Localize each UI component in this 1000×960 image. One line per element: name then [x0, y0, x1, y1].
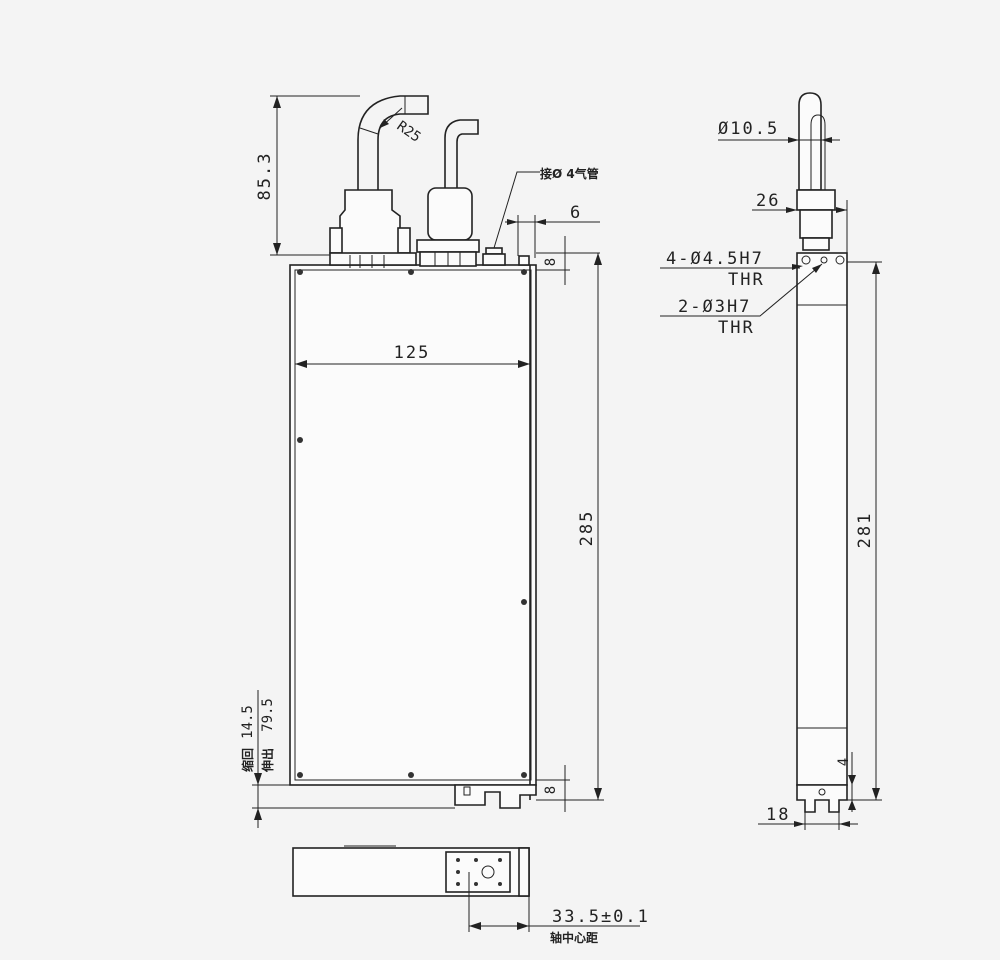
air-tube-callout: 接Ø 4气管: [493, 166, 599, 249]
dim-center-label: 33.5±0.1: [552, 907, 650, 927]
dim-length-285: 285: [536, 253, 604, 801]
front-slider: [454, 784, 537, 809]
dim-height-top: 85.3: [255, 95, 360, 256]
dim-base-18: 18: [758, 800, 858, 830]
air-fitting: [482, 247, 530, 266]
dim-6-label: 6: [570, 203, 582, 223]
dim-margin-top: 8: [536, 236, 600, 285]
dim-8-bottom-label: 8: [543, 786, 559, 794]
dim-stroke: 缩回 14.5 伸出 79.5: [240, 690, 455, 828]
cable-connector-right: [416, 119, 480, 267]
dim-281-label: 281: [855, 512, 875, 549]
dim-26-label: 26: [756, 191, 780, 211]
mounting-screws: [297, 269, 527, 778]
dim-length-281: 281: [847, 261, 882, 801]
side-connector-block: [796, 189, 836, 211]
front-body-outline: [289, 264, 537, 786]
stroke-extend-value: 79.5: [260, 698, 276, 732]
hole-spec-2: 2-Ø3H7: [678, 297, 751, 317]
dim-285-label: 285: [577, 510, 597, 547]
bottom-view: 33.5±0.1 轴中心距: [292, 845, 650, 945]
front-view: 85.3 R25 接Ø 4气管 6 8: [240, 95, 604, 828]
dim-center-distance: 33.5±0.1 轴中心距: [468, 872, 650, 945]
hole-spec-2-thr: THR: [718, 318, 755, 338]
side-view: Ø10.5 26 4-Ø4.5H7 THR 2-Ø3H7 THR: [660, 92, 882, 830]
side-body: [796, 252, 848, 786]
slider-slot: [463, 786, 471, 796]
dim-8-top-label: 8: [543, 258, 559, 266]
dim-width-26: 26: [752, 191, 848, 253]
air-tube-note: 接Ø 4气管: [540, 166, 599, 181]
hole-spec-1: 4-Ø4.5H7: [666, 249, 764, 269]
hole-spec-1-thr: THR: [728, 270, 765, 290]
center-distance-label: 轴中心距: [550, 930, 598, 945]
side-pipe: [798, 92, 822, 191]
center-hole: [481, 865, 495, 879]
dim-offset-6: 6: [505, 203, 600, 258]
hole-callout-2: 2-Ø3H7 THR: [660, 263, 823, 338]
dim-diameter: Ø10.5: [718, 119, 840, 143]
dim-85-3-label: 85.3: [255, 152, 275, 201]
dim-margin-bottom: 8: [536, 765, 570, 812]
dim-diameter-label: Ø10.5: [718, 119, 779, 139]
cable-connector-left: [329, 95, 429, 268]
dim-4-label: 4: [836, 758, 852, 766]
dim-125-label: 125: [394, 343, 431, 363]
dim-width-125: 125: [295, 343, 530, 368]
hole-callout-1: 4-Ø4.5H7 THR: [660, 249, 803, 290]
dim-r25-label: R25: [394, 118, 424, 146]
bottom-flange: [445, 851, 511, 893]
dim-18-label: 18: [766, 805, 790, 825]
dim-offset-4: 4: [836, 752, 856, 812]
stroke-extend-label: 伸出: [260, 748, 275, 773]
flange-holes: [456, 858, 502, 886]
stroke-retract-label: 缩回: [240, 748, 255, 772]
stroke-retract-value: 14.5: [240, 705, 256, 739]
